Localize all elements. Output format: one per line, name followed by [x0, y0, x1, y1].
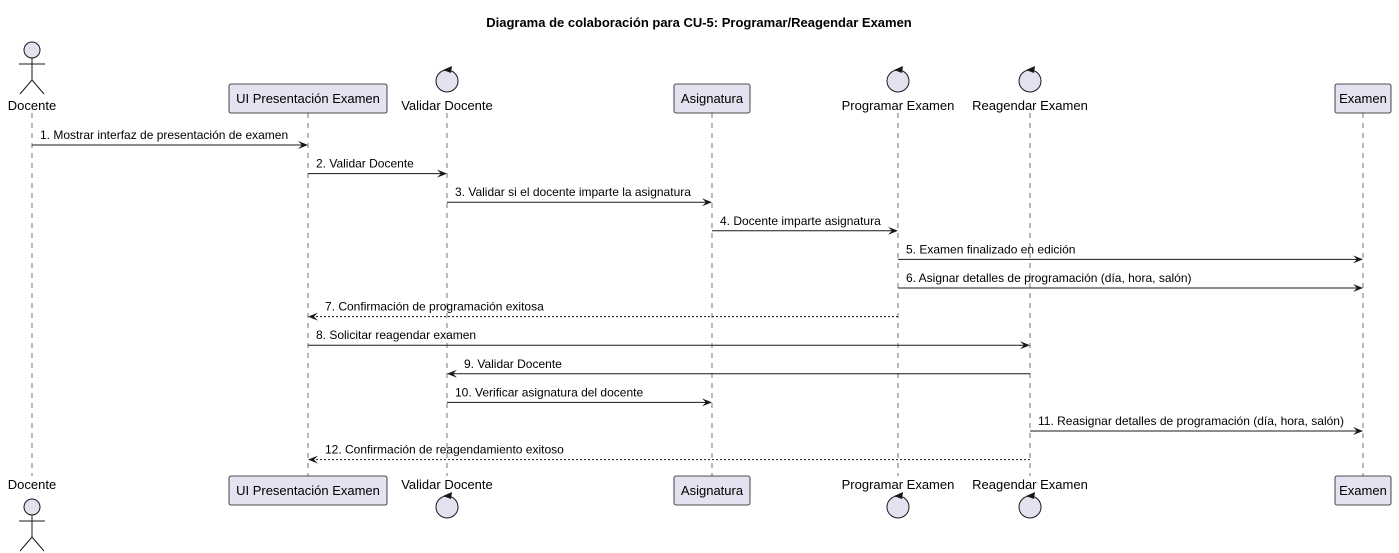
- message-11: 11. Reasignar detalles de programación (…: [1030, 414, 1363, 435]
- message-label: 11. Reasignar detalles de programación (…: [1038, 414, 1344, 428]
- arrowhead-icon: [308, 312, 318, 321]
- actor-icon: [19, 41, 45, 95]
- control-icon: [886, 66, 910, 93]
- participant-label: Programar Examen: [842, 98, 955, 113]
- participant-label: Docente: [8, 98, 56, 113]
- participant-label: Examen: [1339, 483, 1387, 498]
- message-label: 8. Solicitar reagendar examen: [316, 328, 476, 342]
- arrowhead-icon: [1020, 341, 1030, 350]
- message-label: 1. Mostrar interfaz de presentación de e…: [40, 128, 288, 142]
- message-6: 6. Asignar detalles de programación (día…: [898, 271, 1363, 292]
- participant-label: Reagendar Examen: [972, 477, 1088, 492]
- arrowhead-icon: [1353, 427, 1363, 435]
- participant-label: Programar Examen: [842, 477, 955, 492]
- arrowhead-icon: [702, 198, 712, 207]
- arrowhead-icon: [1353, 255, 1363, 264]
- participant-examen-bottom: Examen: [1334, 475, 1392, 506]
- message-label: 7. Confirmación de programación exitosa: [325, 300, 544, 314]
- participant-box: [228, 475, 388, 506]
- participant-box: [1334, 83, 1392, 114]
- control-icon: [886, 492, 910, 519]
- arrowhead-icon: [702, 398, 712, 407]
- message-label: 2. Validar Docente: [316, 157, 414, 171]
- message-7: 7. Confirmación de programación exitosa: [308, 300, 898, 321]
- diagram-title: Diagrama de colaboración para CU-5: Prog…: [486, 15, 912, 30]
- participant-ui-top: UI Presentación Examen: [228, 83, 388, 114]
- participant-reagendar-bottom: Reagendar Examen: [972, 477, 1088, 519]
- message-label: 3. Validar si el docente imparte la asig…: [455, 185, 691, 199]
- participant-asignatura-bottom: Asignatura: [673, 475, 751, 506]
- message-label: 10. Verificar asignatura del docente: [455, 385, 643, 399]
- participant-box: [1334, 475, 1392, 506]
- arrowhead-icon: [1353, 284, 1363, 292]
- participant-box: [228, 83, 388, 114]
- actor-icon: [19, 498, 45, 552]
- participant-label: UI Presentación Examen: [236, 91, 380, 106]
- participants-bottom: Docente UI Presentación Examen Validar Doc…: [8, 475, 1392, 552]
- arrowhead-icon: [437, 169, 447, 178]
- message-label: 6. Asignar detalles de programación (día…: [906, 271, 1192, 285]
- participant-label: Validar Docente: [401, 477, 493, 492]
- message-label: 4. Docente imparte asignatura: [720, 214, 881, 228]
- participants-top: Docente UI Presentación Examen Validar Doc…: [8, 41, 1392, 114]
- message-2: 2. Validar Docente: [308, 157, 447, 178]
- participant-validar-top: Validar Docente: [401, 66, 493, 113]
- control-icon: [1018, 66, 1042, 93]
- message-12: 12. Confirmación de reagendamiento exito…: [308, 443, 1030, 464]
- message-9: 9. Validar Docente: [447, 357, 1030, 378]
- control-icon: [435, 492, 459, 519]
- message-4: 4. Docente imparte asignatura: [712, 214, 898, 235]
- participant-box: [673, 83, 751, 114]
- message-label: 9. Validar Docente: [464, 357, 562, 371]
- arrowhead-icon: [447, 369, 457, 378]
- message-1: 1. Mostrar interfaz de presentación de e…: [32, 128, 308, 149]
- participant-asignatura-top: Asignatura: [673, 83, 751, 114]
- participant-docente-bottom: Docente: [8, 477, 56, 552]
- participant-validar-bottom: Validar Docente: [401, 477, 493, 519]
- participant-reagendar-top: Reagendar Examen: [972, 66, 1088, 113]
- participant-examen-top: Examen: [1334, 83, 1392, 114]
- participant-label: Docente: [8, 477, 56, 492]
- arrowhead-icon: [298, 141, 308, 149]
- participant-label: Asignatura: [681, 483, 744, 498]
- arrowhead-icon: [888, 226, 898, 235]
- message-10: 10. Verificar asignatura del docente: [447, 385, 712, 407]
- participant-ui-bottom: UI Presentación Examen: [228, 475, 388, 506]
- control-icon: [435, 66, 459, 93]
- message-3: 3. Validar si el docente imparte la asig…: [447, 185, 712, 207]
- message-8: 8. Solicitar reagendar examen: [308, 328, 1030, 350]
- participant-label: Examen: [1339, 91, 1387, 106]
- participant-label: Asignatura: [681, 91, 744, 106]
- messages: 1. Mostrar interfaz de presentación de e…: [32, 128, 1363, 464]
- message-5: 5. Examen finalizado en edición: [898, 242, 1363, 264]
- participant-label: Validar Docente: [401, 98, 493, 113]
- participant-box: [673, 475, 751, 506]
- participant-label: Reagendar Examen: [972, 98, 1088, 113]
- participant-docente-top: Docente: [8, 41, 56, 113]
- message-label: 12. Confirmación de reagendamiento exito…: [325, 443, 564, 457]
- control-icon: [1018, 492, 1042, 519]
- arrowhead-icon: [308, 455, 318, 464]
- participant-label: UI Presentación Examen: [236, 483, 380, 498]
- participant-programar-top: Programar Examen: [842, 66, 955, 113]
- participant-programar-bottom: Programar Examen: [842, 477, 955, 519]
- message-label: 5. Examen finalizado en edición: [906, 242, 1075, 256]
